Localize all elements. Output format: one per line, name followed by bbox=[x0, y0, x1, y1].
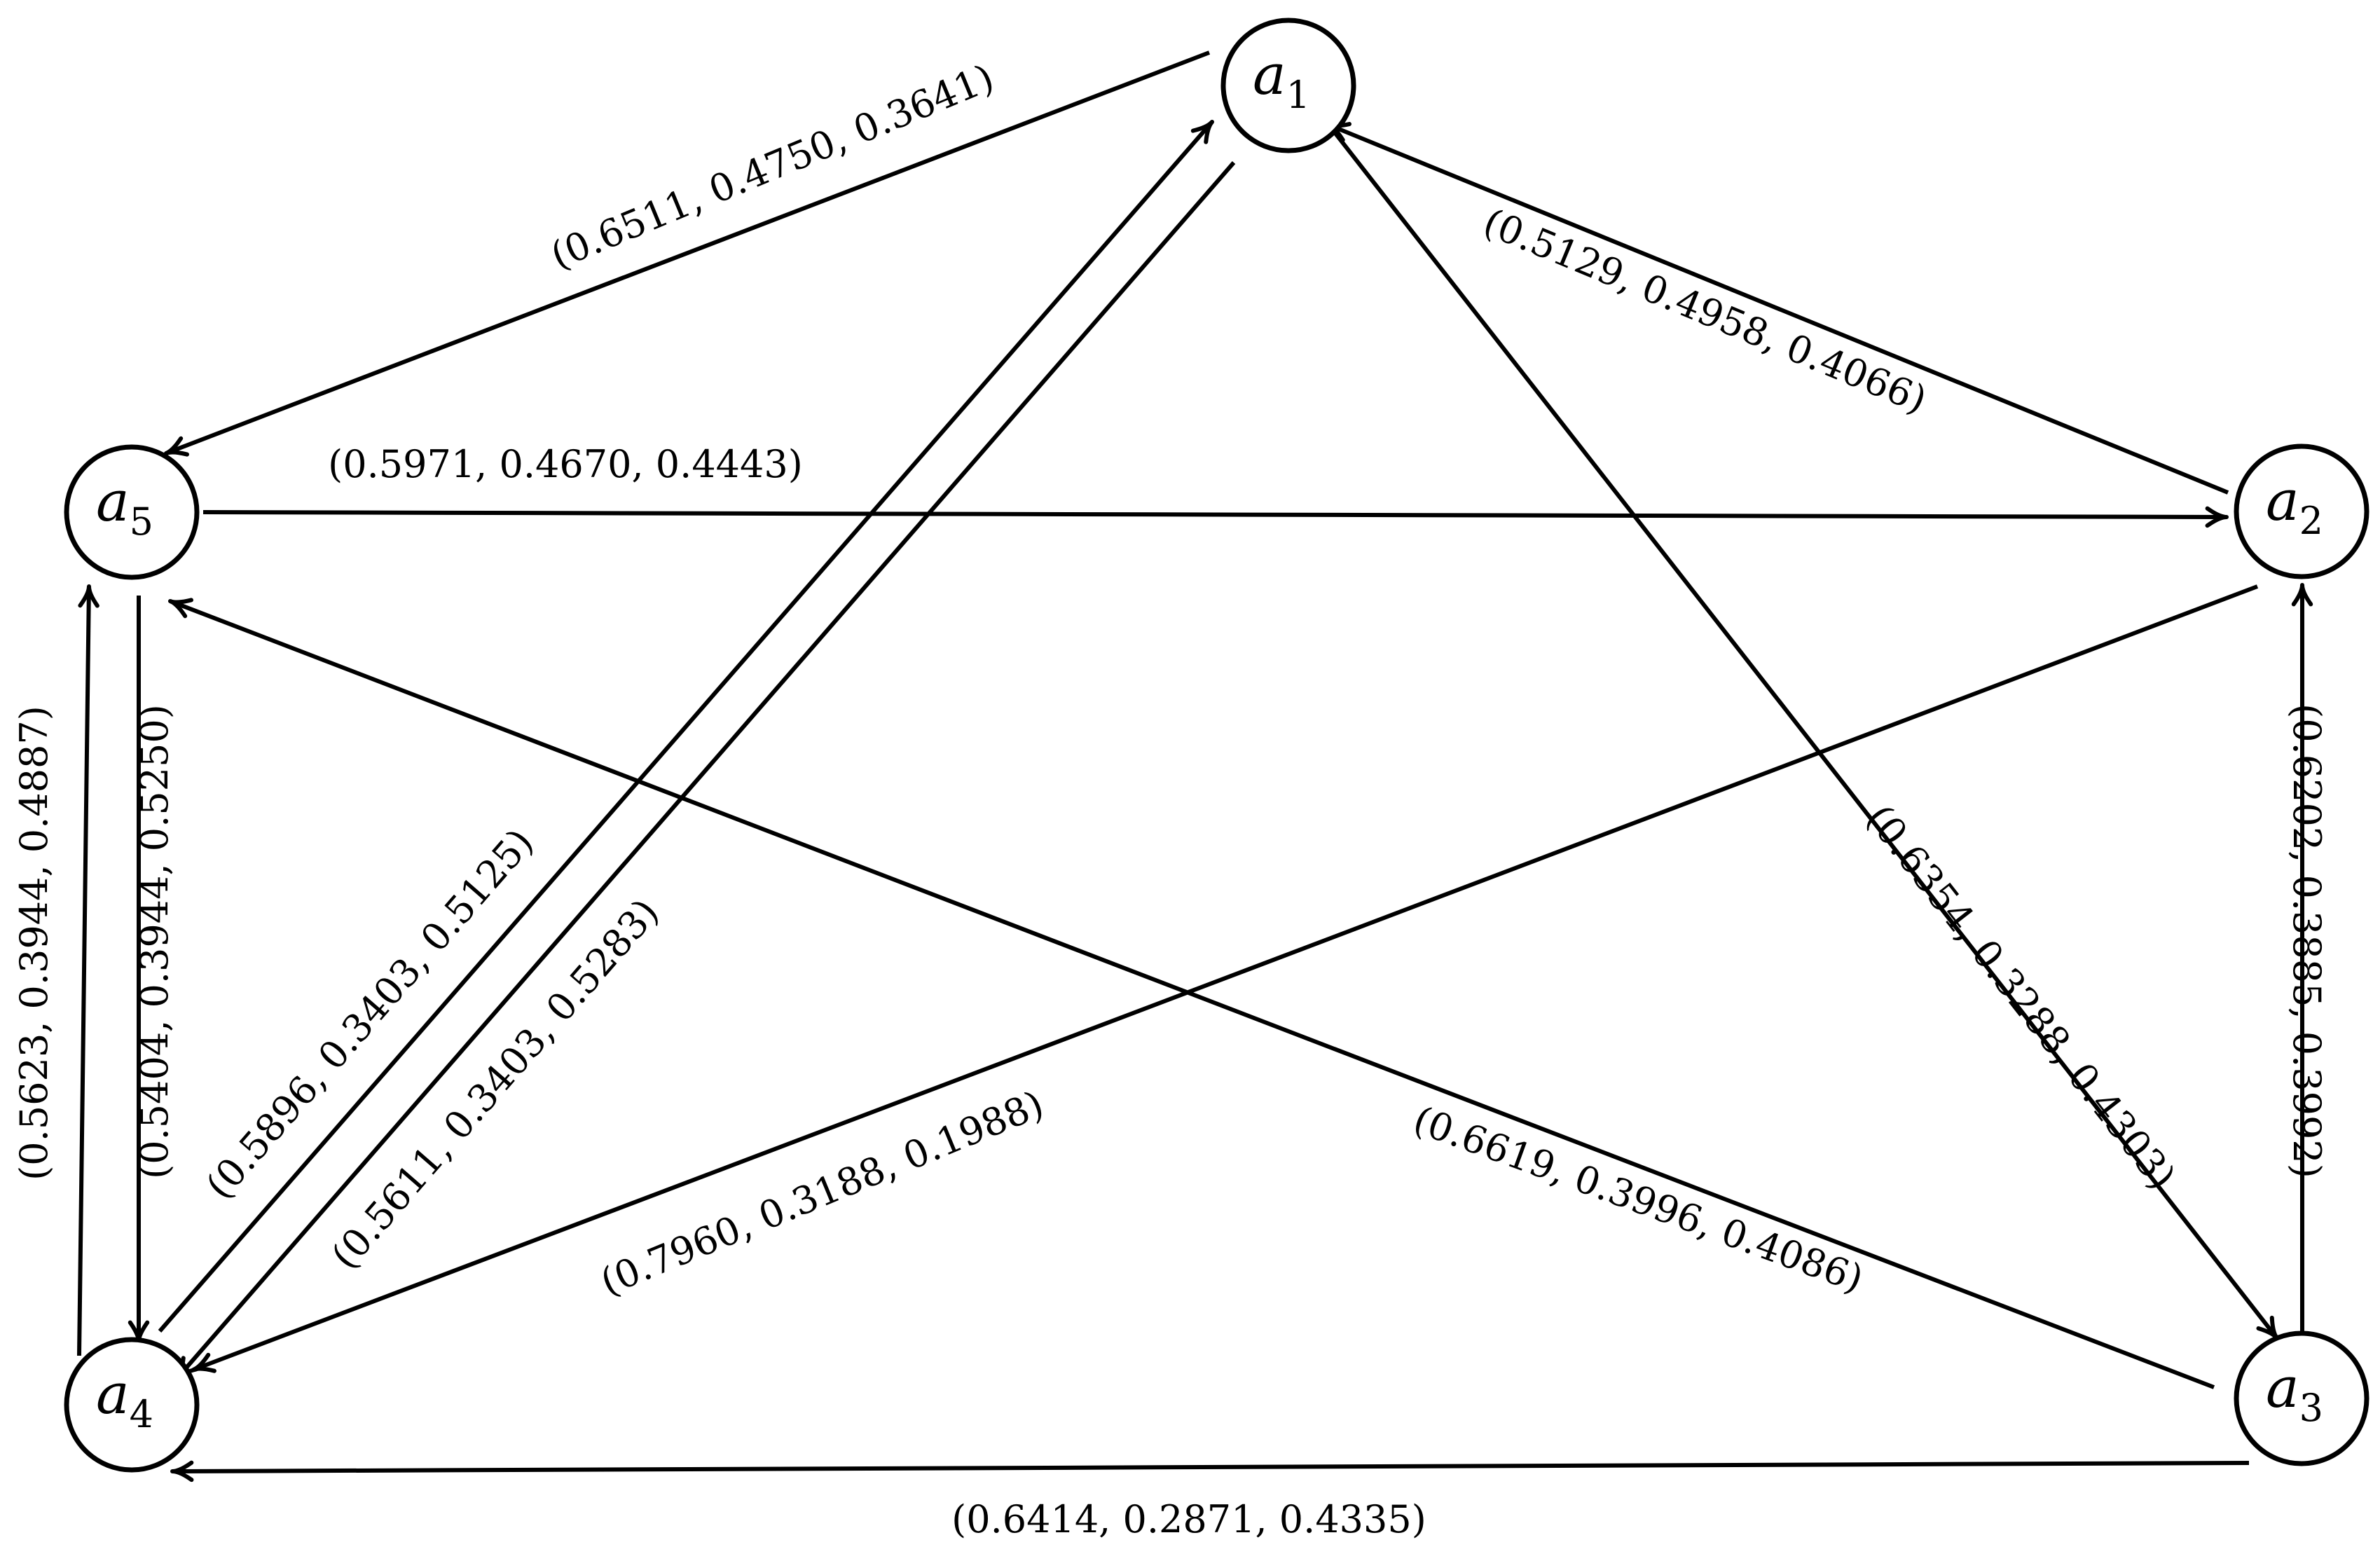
arrowhead-icon bbox=[2291, 583, 2313, 607]
node-letter: a bbox=[96, 469, 130, 534]
arrowhead-icon bbox=[78, 584, 99, 608]
node-letter: a bbox=[2266, 1355, 2299, 1420]
edge-a1-to-a5 bbox=[164, 50, 1211, 457]
edge-a4-to-a1 bbox=[158, 120, 1214, 1333]
node-circle bbox=[64, 1337, 200, 1473]
edge-label-a3-a5: (0.6619, 0.3996, 0.4086) bbox=[1408, 1097, 1869, 1301]
node-a5: a5 bbox=[64, 444, 200, 580]
node-label: a4 bbox=[96, 1361, 153, 1436]
node-a4: a4 bbox=[64, 1337, 200, 1473]
edge-line bbox=[175, 161, 1236, 1380]
node-circle bbox=[1220, 18, 1356, 153]
edge-line bbox=[169, 599, 2215, 1389]
arrowhead-icon bbox=[191, 1352, 216, 1373]
edge-line bbox=[1325, 121, 2279, 1340]
node-letter: a bbox=[2266, 468, 2299, 533]
node-letter: a bbox=[1253, 42, 1286, 107]
edges-layer bbox=[77, 50, 2313, 1483]
edge-label-a4-a5: (0.5623, 0.3944, 0.4887) bbox=[12, 706, 56, 1181]
arrowhead-icon bbox=[164, 436, 189, 457]
edge-line bbox=[77, 586, 91, 1356]
edge-a2-to-a1 bbox=[1326, 122, 2229, 495]
edge-label-a3-a4: (0.6414, 0.2871, 0.4335) bbox=[951, 1497, 1426, 1541]
node-a2: a2 bbox=[2234, 443, 2369, 579]
arrowhead-icon bbox=[1190, 120, 1214, 144]
edge-a5-to-a2 bbox=[202, 506, 2229, 528]
edge-a4-to-a5 bbox=[77, 584, 99, 1356]
edge-line bbox=[1327, 123, 2229, 495]
arrowhead-icon bbox=[170, 1460, 194, 1483]
edge-line bbox=[165, 50, 1211, 455]
node-label: a5 bbox=[96, 469, 153, 544]
node-subscript: 2 bbox=[2299, 499, 2323, 543]
node-label: a2 bbox=[2266, 468, 2323, 543]
edge-line bbox=[192, 584, 2259, 1372]
edge-line bbox=[172, 1461, 2250, 1473]
edge-label-a2-a1: (0.5129, 0.4958, 0.4066) bbox=[1478, 200, 1933, 422]
node-label: a3 bbox=[2266, 1355, 2323, 1430]
node-label: a1 bbox=[1253, 42, 1310, 117]
edge-a3-to-a4 bbox=[170, 1460, 2250, 1483]
edge-label-a1-a5: (0.6511, 0.4750, 0.3641) bbox=[544, 55, 1000, 278]
node-circle bbox=[2234, 1330, 2369, 1466]
node-subscript: 1 bbox=[1286, 73, 1310, 117]
node-subscript: 4 bbox=[130, 1392, 153, 1436]
node-circle bbox=[64, 444, 200, 580]
edge-a3-to-a5 bbox=[168, 598, 2215, 1389]
node-circle bbox=[2234, 443, 2369, 579]
node-subscript: 5 bbox=[130, 500, 153, 544]
edge-label-a3-a2: (0.6202, 0.3885, 0.3992) bbox=[2285, 703, 2329, 1178]
edge-line bbox=[158, 121, 1214, 1333]
arrowhead-icon bbox=[2205, 506, 2229, 528]
edge-labels-layer: (0.6511, 0.4750, 0.3641) (0.5129, 0.4958,… bbox=[12, 55, 2329, 1541]
edge-a2-to-a4 bbox=[191, 584, 2259, 1373]
edge-label-a5-a4: (0.5404, 0.3944, 0.5250) bbox=[132, 704, 177, 1179]
node-subscript: 3 bbox=[2299, 1386, 2323, 1430]
edge-line bbox=[202, 510, 2227, 519]
edge-label-a4-a1: (0.5896, 0.3403, 0.5125) bbox=[198, 820, 542, 1208]
edge-label-a5-a2: (0.5971, 0.4670, 0.4443) bbox=[328, 442, 803, 486]
edge-a3-to-a2 bbox=[2291, 583, 2313, 1338]
edge-a1-to-a4 bbox=[175, 161, 1236, 1380]
node-a3: a3 bbox=[2234, 1330, 2369, 1466]
arrowhead-icon bbox=[168, 598, 193, 619]
edge-label-a1-a3: (0.6354, 0.3288, 0.4303) bbox=[1857, 797, 2185, 1198]
node-a1: a1 bbox=[1220, 18, 1356, 153]
node-letter: a bbox=[96, 1361, 130, 1426]
